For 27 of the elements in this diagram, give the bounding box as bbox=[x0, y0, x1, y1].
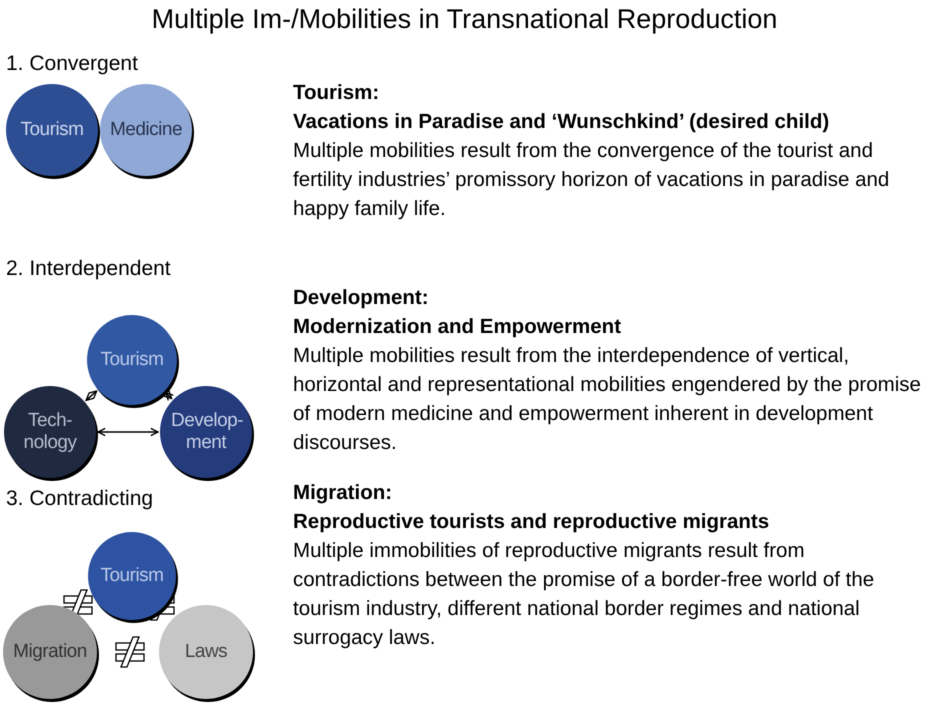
node-label: Migration bbox=[13, 641, 87, 663]
subheading: Vacations in Paradise and ‘Wunschkind’ (desired child) bbox=[293, 109, 830, 135]
node-label: Tech- nology bbox=[22, 410, 78, 454]
heading: Tourism: bbox=[293, 80, 380, 106]
double-arrow bbox=[97, 428, 159, 436]
node-label: Tourism bbox=[100, 349, 164, 371]
node-label: Tourism bbox=[100, 565, 164, 587]
heading: Development: bbox=[293, 285, 430, 311]
subheading: Reproductive tourists and reproductive migrants bbox=[293, 509, 770, 535]
subheading: Modernization and Empowerment bbox=[293, 314, 622, 340]
double-arrow bbox=[85, 390, 98, 401]
circle-node bbox=[87, 315, 177, 405]
heading: Migration: bbox=[293, 480, 394, 506]
circle-node bbox=[159, 605, 253, 699]
node-label: Laws bbox=[184, 641, 228, 663]
title: Multiple Im-/Mobilities in Transnational Reproduction bbox=[150, 4, 778, 35]
body-text: Multiple immobilities of reproductive migrants result from contradictions between the promise of a border-free world of the tourism industry, different national border regimes and national surrogacy laws. bbox=[293, 538, 876, 651]
node-label: Tourism bbox=[20, 119, 84, 141]
circle-node bbox=[88, 532, 176, 620]
body-text: Multiple mobilities result from the interdependence of vertical, horizontal and representational mobilities engendered by the promise of modern medicine and empowerment inherent in development discourses. bbox=[293, 343, 922, 456]
node-label: Medicine bbox=[110, 119, 182, 141]
body-text: Multiple mobilities result from the convergence of the tourist and fertility industries’ promissory horizon of vacations in paradise and happy family life. bbox=[293, 138, 890, 222]
section-heading: 1. Convergent bbox=[6, 52, 138, 76]
section-heading: 3. Contradicting bbox=[6, 487, 154, 511]
section-heading: 2. Interdependent bbox=[6, 257, 171, 281]
double-arrow bbox=[163, 390, 174, 402]
node-label: Develop- ment bbox=[171, 410, 241, 454]
